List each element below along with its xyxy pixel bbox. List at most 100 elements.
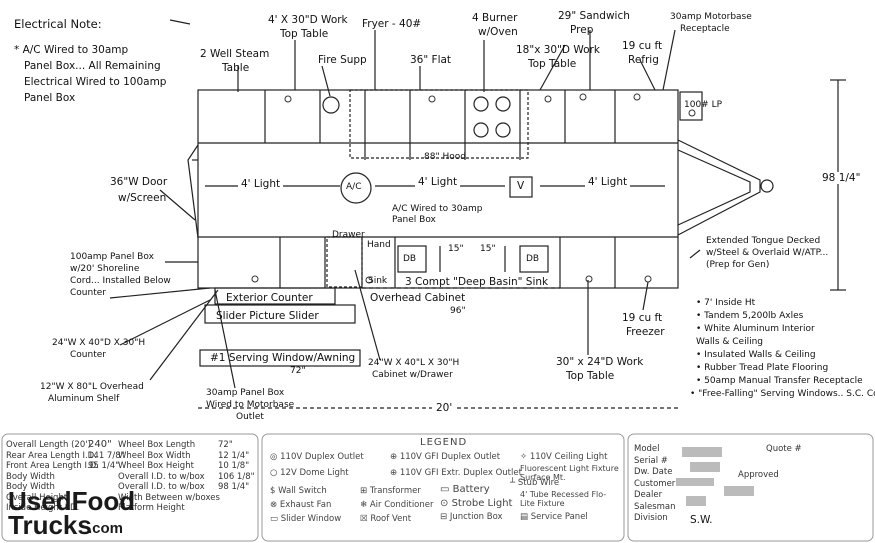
label-cabinet: 24"W X 40"L X 30"H (368, 358, 460, 368)
table-row: Inside Height I.D.Platform Height (6, 503, 256, 514)
label-door-2: w/Screen (118, 192, 167, 204)
label-freezer: 19 cu ft (622, 312, 663, 324)
dim-value: 72" (218, 440, 233, 450)
label-motorbase-2: Receptacle (680, 24, 730, 34)
info-approved: Approved (738, 470, 779, 480)
electrical-note-line: Electrical Wired to 100amp (24, 76, 167, 88)
dim-label: Width Between w/boxes (118, 492, 220, 503)
info-field: Model (634, 444, 660, 454)
legend-title: LEGEND (420, 437, 468, 448)
label-burner: 4 Burner (472, 12, 518, 24)
dim-label: Platform Height (118, 503, 185, 513)
dim-value: 95 1/4" (88, 461, 120, 471)
legend-item: ▭ Slider Window (270, 514, 342, 524)
info-field: Division (634, 513, 668, 523)
label-dim-96: 96" (450, 306, 466, 316)
spec-line: • 7' Inside Ht (696, 298, 756, 308)
label-vent: V (517, 180, 525, 192)
electrical-note-line: * A/C Wired to 30amp (14, 44, 129, 56)
label-ac-note-2: Panel Box (392, 215, 436, 225)
label-db-2: DB (526, 254, 540, 264)
label-sink: Sink (368, 276, 388, 286)
info-box: Model Serial # Dw. Date Customer Dealer … (634, 444, 676, 525)
spec-line: • White Aluminum Interior (696, 324, 815, 334)
dim-label: Front Area Length I.D. (6, 461, 99, 471)
label-dim-15b: 15" (480, 244, 496, 254)
spec-line: • 50amp Manual Transfer Receptacle (696, 376, 863, 386)
label-freezer-2: Freezer (626, 326, 665, 338)
dim-label: Wheel Box Width (118, 450, 191, 461)
label-hand: Hand (367, 240, 391, 250)
legend-item: ✧ 110V Ceiling Light (520, 452, 608, 462)
legend-item: ⊕ 110V GFI Extr. Duplex Outlet (390, 468, 522, 478)
legend-item: ⊟ Junction Box (440, 512, 503, 522)
table-row: Overall Height Width Between w/boxes (6, 493, 256, 504)
label-work18-2: Top Table (528, 58, 577, 70)
label-refrig: 19 cu ft (622, 40, 663, 52)
dimensions-table: Overall Length (20')240"Wheel Box Length… (6, 440, 256, 514)
label-shelf: 12"W X 80"L Overhead (40, 382, 144, 392)
legend-item: ⊗ Exhaust Fan (270, 500, 332, 510)
legend-item: 4' Tube Recessed Flo-Lite Fixture (520, 490, 607, 508)
label-shelf-2: Aluminum Shelf (48, 394, 120, 404)
label-panel30-3: Outlet (236, 412, 264, 422)
dim-value: 10 1/8" (218, 461, 250, 471)
legend-item: ▤ Service Panel (520, 512, 588, 522)
dim-label: Rear Area Length I.D. (6, 450, 97, 461)
spec-line: • "Free-Falling" Serving Windows.. S.C. … (690, 389, 875, 399)
label-sandwich: 29" Sandwich (558, 10, 630, 22)
label-burner-2: w/Oven (478, 26, 518, 38)
info-field: Salesman (634, 501, 676, 512)
dim-label: Wheel Box Length (118, 440, 196, 450)
table-row: Rear Area Length I.D.141 7/8"Wheel Box W… (6, 451, 256, 462)
redaction (686, 496, 706, 506)
spec-line: • Rubber Tread Plate Flooring (696, 363, 829, 373)
label-dim-98: 98 1/4" (822, 172, 861, 184)
label-counter24-2: Counter (70, 350, 106, 360)
label-panel: 100amp Panel Box (70, 252, 154, 262)
dim-value: 98 1/4" (218, 482, 250, 492)
spec-line: Walls & Ceiling (696, 337, 764, 347)
info-quote: Quote # (766, 444, 802, 454)
label-dim-15a: 15" (448, 244, 464, 254)
dim-label: Wheel Box Height (118, 461, 194, 471)
label-door: 36"W Door (110, 176, 168, 188)
label-panel-2: w/20' Shoreline (70, 264, 140, 274)
dim-value: 12 1/4" (218, 450, 250, 461)
table-row: Front Area Length I.D.95 1/4"Wheel Box H… (6, 461, 256, 472)
dim-label: Overall Height (6, 492, 68, 503)
dim-label: Overall I.D. to w/box (118, 482, 205, 492)
label-refrig-2: Refrig (628, 54, 659, 66)
dim-label: Body Width (6, 471, 55, 482)
label-work-top-2: Top Table (280, 28, 329, 40)
label-db-1: DB (403, 254, 417, 264)
info-field: Serial # (634, 455, 668, 466)
legend-item: Fluorescent Light Fixture Surface Mt. (520, 464, 619, 482)
dim-value: 106 1/8" (218, 471, 255, 482)
legend-item: ⊞ Transformer (360, 486, 421, 496)
table-row: Overall Length (20')240"Wheel Box Length… (6, 440, 256, 451)
info-field: Dealer (634, 490, 663, 500)
info-salesman-value: S.W. (690, 514, 713, 526)
label-panel-4: Counter (70, 288, 106, 298)
label-steam-table-2: Table (222, 62, 250, 74)
label-motorbase: 30amp Motorbase (670, 12, 752, 22)
label-light-1: 4' Light (238, 178, 284, 190)
legend-item: $ Wall Switch (270, 486, 327, 496)
label-worktop30: 30" x 24"D Work (556, 356, 644, 368)
label-ac: A/C (346, 182, 362, 192)
spec-line: • Insulated Walls & Ceiling (696, 350, 816, 360)
label-hood: 88" Hood (424, 152, 466, 162)
label-cabinet-2: Cabinet w/Drawer (372, 370, 453, 380)
electrical-note-line: Panel Box (24, 92, 76, 104)
label-tongue-2: w/Steel & Overlaid W/ATP... (706, 248, 829, 258)
label-serving: #1 Serving Window/Awning (210, 352, 356, 364)
spec-line: • Tandem 5,200lb Axles (696, 311, 804, 321)
label-tongue: Extended Tongue Decked (706, 236, 821, 246)
label-counter24: 24"W X 40"D X 30"H (52, 338, 146, 348)
label-ac-note: A/C Wired to 30amp (392, 204, 483, 214)
legend-item: ☒ Roof Vent (360, 514, 412, 524)
label-compt-sink: 3 Compt "Deep Basin" Sink (405, 276, 549, 288)
label-work-top: 4' X 30"D Work (268, 14, 348, 26)
redaction (676, 478, 714, 486)
